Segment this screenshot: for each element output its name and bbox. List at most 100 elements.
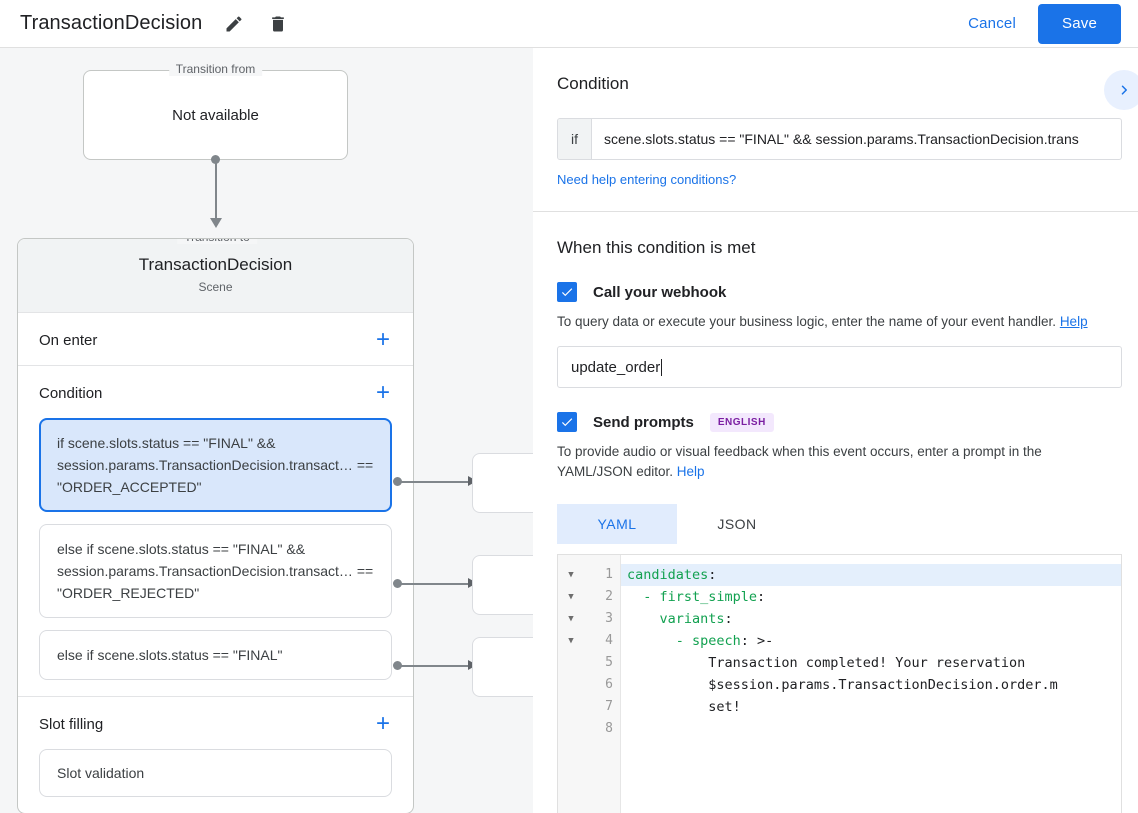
code-line-5: Transaction completed! Your reservation — [621, 652, 1121, 674]
condition-expression-input[interactable]: scene.slots.status == "FINAL" && session… — [604, 131, 1079, 147]
need-help-conditions-link[interactable]: Need help entering conditions? — [557, 172, 737, 187]
transition-to-legend: Transition to — [177, 239, 257, 244]
condition-list: if scene.slots.status == "FINAL" && sess… — [18, 418, 413, 696]
prompts-helper-text: To provide audio or visual feedback when… — [557, 442, 1117, 482]
code-line-1-rest: : — [708, 567, 717, 583]
fold-marker-2[interactable]: ▼ — [568, 592, 574, 602]
condition-item-1[interactable]: else if scene.slots.status == "FINAL" &&… — [39, 524, 392, 618]
section-on-enter: On enter + — [18, 313, 413, 366]
fold-marker-8 — [558, 718, 584, 740]
code-line-4-rest: : >- — [740, 633, 774, 649]
line-number-6: 6 — [605, 677, 613, 692]
page-title: TransactionDecision — [20, 12, 203, 34]
line-number-4: 4 — [605, 633, 613, 648]
code-line-6: $session.params.TransactionDecision.orde… — [621, 674, 1121, 696]
code-line-2-rest: : — [757, 589, 766, 605]
code-line-5-rest: Transaction completed! Your reservation — [627, 655, 1026, 671]
target-stub-0[interactable] — [472, 453, 533, 513]
condition-detail-panel: Condition if scene.slots.status == "FINA… — [533, 48, 1138, 813]
top-app-bar: TransactionDecision Cancel Save — [0, 0, 1138, 48]
transition-from-box: Transition from Not available — [83, 62, 348, 160]
connector-line-from — [215, 160, 217, 222]
save-button[interactable]: Save — [1038, 3, 1121, 44]
code-line-4: - speech: >- — [621, 630, 1121, 652]
line-number-3: 3 — [605, 611, 613, 626]
slot-filling-list: Slot validation — [18, 749, 413, 813]
code-line-1-key: candidates — [627, 567, 709, 583]
fold-marker-4[interactable]: ▼ — [568, 636, 574, 646]
condition-item-2[interactable]: else if scene.slots.status == "FINAL" — [39, 630, 392, 680]
panel-heading: Condition — [557, 74, 629, 93]
tab-yaml[interactable]: YAML — [557, 504, 677, 544]
code-line-3: variants: — [621, 608, 1121, 630]
line-number-7: 7 — [605, 699, 613, 714]
flow-canvas: Transition from Not available Transition… — [0, 48, 533, 813]
send-prompts-checkbox[interactable] — [557, 412, 577, 432]
cancel-button[interactable]: Cancel — [956, 7, 1028, 40]
editor-format-tabs: YAML JSON — [557, 504, 1114, 544]
fold-marker-1[interactable]: ▼ — [568, 570, 574, 580]
trash-icon-glyph — [272, 16, 285, 31]
text-caret — [661, 358, 663, 376]
code-line-3-rest: : — [724, 611, 733, 627]
webhook-handler-input[interactable]: update_order — [557, 346, 1122, 388]
chevron-right-icon-glyph — [1121, 85, 1127, 95]
prompts-help-link[interactable]: Help — [676, 464, 705, 479]
editor-code-area[interactable]: candidates: - first_simple: variants: - … — [621, 555, 1121, 813]
pencil-icon[interactable] — [222, 12, 246, 36]
transition-from-legend: Transition from — [168, 62, 263, 76]
line-number-5: 5 — [605, 655, 613, 670]
code-line-6-rest: $session.params.TransactionDecision.orde… — [627, 677, 1058, 693]
fold-marker-3[interactable]: ▼ — [568, 614, 574, 624]
section-slot-filling: Slot filling + Slot validation — [18, 697, 413, 813]
add-on-enter-icon[interactable]: + — [375, 326, 390, 353]
code-line-4-key: - speech — [627, 633, 741, 649]
scene-card-header: TransactionDecision Scene — [18, 239, 413, 313]
check-icon — [561, 288, 573, 297]
add-slot-filling-icon[interactable]: + — [375, 710, 390, 737]
slot-validation-item[interactable]: Slot validation — [39, 749, 392, 797]
when-met-heading: When this condition is met — [557, 238, 756, 257]
prompts-helper-copy: To provide audio or visual feedback when… — [557, 444, 1042, 479]
connector-line-cond-0 — [398, 481, 472, 483]
connector-line-cond-2 — [398, 665, 472, 667]
condition-item-0[interactable]: if scene.slots.status == "FINAL" && sess… — [39, 418, 392, 512]
yaml-editor[interactable]: ▼ ▼ ▼ ▼ 1 2 3 4 5 6 7 8 candidates: — [557, 554, 1122, 813]
send-prompts-label: Send prompts — [593, 413, 694, 431]
webhook-help-link[interactable]: Help — [1059, 314, 1088, 329]
connector-arrow-from — [210, 218, 222, 228]
pencil-icon-glyph — [226, 15, 242, 31]
call-webhook-row: Call your webhook — [557, 282, 1114, 302]
fold-marker-7 — [558, 696, 584, 718]
line-number-2: 2 — [605, 589, 613, 604]
when-condition-met-section: When this condition is met Call your web… — [533, 212, 1138, 813]
scene-name: TransactionDecision — [138, 255, 293, 274]
section-title-on-enter: On enter — [39, 331, 98, 349]
section-header-on-enter: On enter + — [18, 313, 413, 365]
chevron-right-icon[interactable] — [1104, 70, 1138, 110]
call-webhook-label: Call your webhook — [593, 283, 727, 301]
target-stub-2[interactable] — [472, 637, 533, 697]
trash-icon[interactable] — [266, 12, 290, 36]
line-number-8: 8 — [605, 721, 613, 736]
webhook-handler-value: update_order — [571, 358, 661, 376]
webhook-helper-copy: To query data or execute your business l… — [557, 314, 1060, 329]
code-line-3-key: variants — [627, 611, 725, 627]
target-stub-1[interactable] — [472, 555, 533, 615]
fold-marker-5 — [558, 652, 584, 674]
code-line-2-key: - first_simple — [627, 589, 758, 605]
connector-dot-cond-2 — [393, 661, 402, 670]
add-condition-icon[interactable]: + — [375, 379, 390, 406]
tab-json[interactable]: JSON — [717, 516, 757, 532]
if-label: if — [558, 119, 592, 159]
code-line-1: candidates: — [621, 564, 1121, 586]
condition-expression-row[interactable]: if scene.slots.status == "FINAL" && sess… — [557, 118, 1122, 160]
connector-dot-from — [211, 155, 220, 164]
code-line-7-rest: set! — [627, 699, 741, 715]
check-icon — [561, 418, 573, 427]
section-title-condition: Condition — [39, 384, 103, 402]
call-webhook-checkbox[interactable] — [557, 282, 577, 302]
section-header-slot-filling: Slot filling + — [18, 697, 413, 749]
transition-from-value: Not available — [172, 106, 259, 124]
editor-line-numbers: 1 2 3 4 5 6 7 8 — [584, 555, 621, 813]
